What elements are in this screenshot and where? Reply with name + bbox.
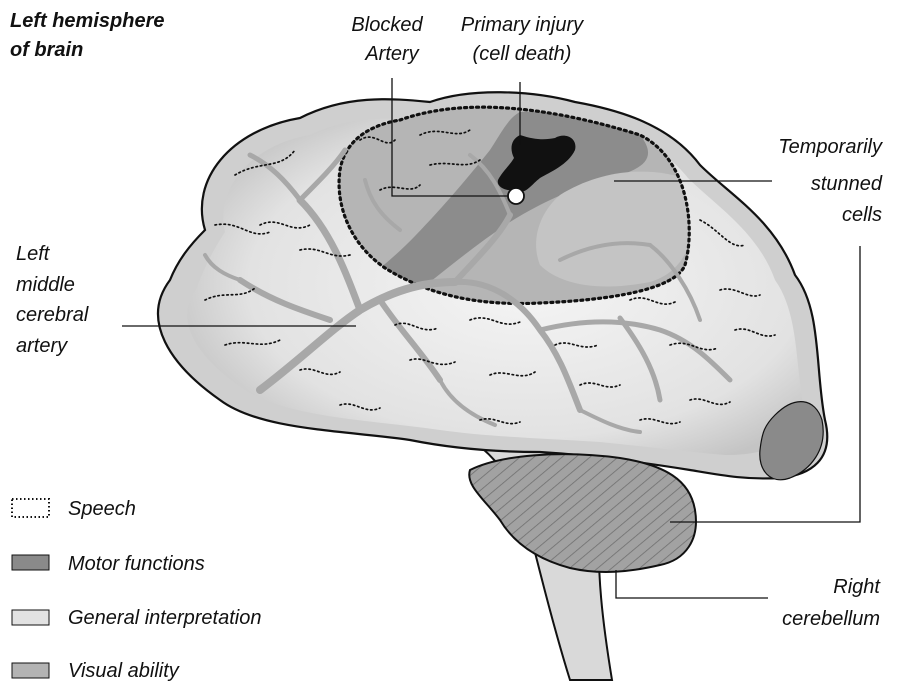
legend-swatch-general — [12, 610, 49, 625]
label-cerebellum-1: Right — [833, 576, 881, 598]
legend-item-motor: Motor functions — [12, 553, 205, 575]
legend-swatch-visual — [12, 663, 49, 678]
label-blocked-artery-1: Blocked — [351, 14, 423, 36]
label-stunned-1: Temporarily — [778, 136, 883, 158]
label-primary-injury-1: Primary injury — [461, 14, 584, 36]
label-primary-injury-2: (cell death) — [473, 43, 572, 65]
legend-item-general: General interpretation — [12, 607, 261, 629]
label-cerebellum-2: cerebellum — [782, 608, 880, 630]
label-mca-3: cerebral — [16, 304, 89, 326]
cerebellum — [469, 454, 696, 572]
legend-swatch-speech — [12, 499, 49, 517]
label-mca-1: Left — [16, 243, 51, 265]
label-blocked-artery-2: Artery — [364, 43, 419, 65]
legend-label-speech: Speech — [68, 498, 136, 520]
title-line-2: of brain — [10, 39, 83, 61]
label-mca-2: middle — [16, 274, 75, 296]
legend-item-visual: Visual ability — [12, 660, 180, 682]
legend-label-general: General interpretation — [68, 607, 261, 629]
legend-label-motor: Motor functions — [68, 553, 205, 575]
legend: Speech Motor functions General interpret… — [12, 498, 261, 682]
legend-swatch-motor — [12, 555, 49, 570]
legend-item-speech: Speech — [12, 498, 136, 520]
occlusion-point — [508, 188, 524, 204]
legend-label-visual: Visual ability — [68, 660, 180, 682]
label-stunned-3: cells — [842, 204, 882, 226]
label-mca-4: artery — [16, 335, 68, 357]
label-stunned-2: stunned — [811, 173, 883, 195]
title-line-1: Left hemisphere — [10, 10, 164, 32]
